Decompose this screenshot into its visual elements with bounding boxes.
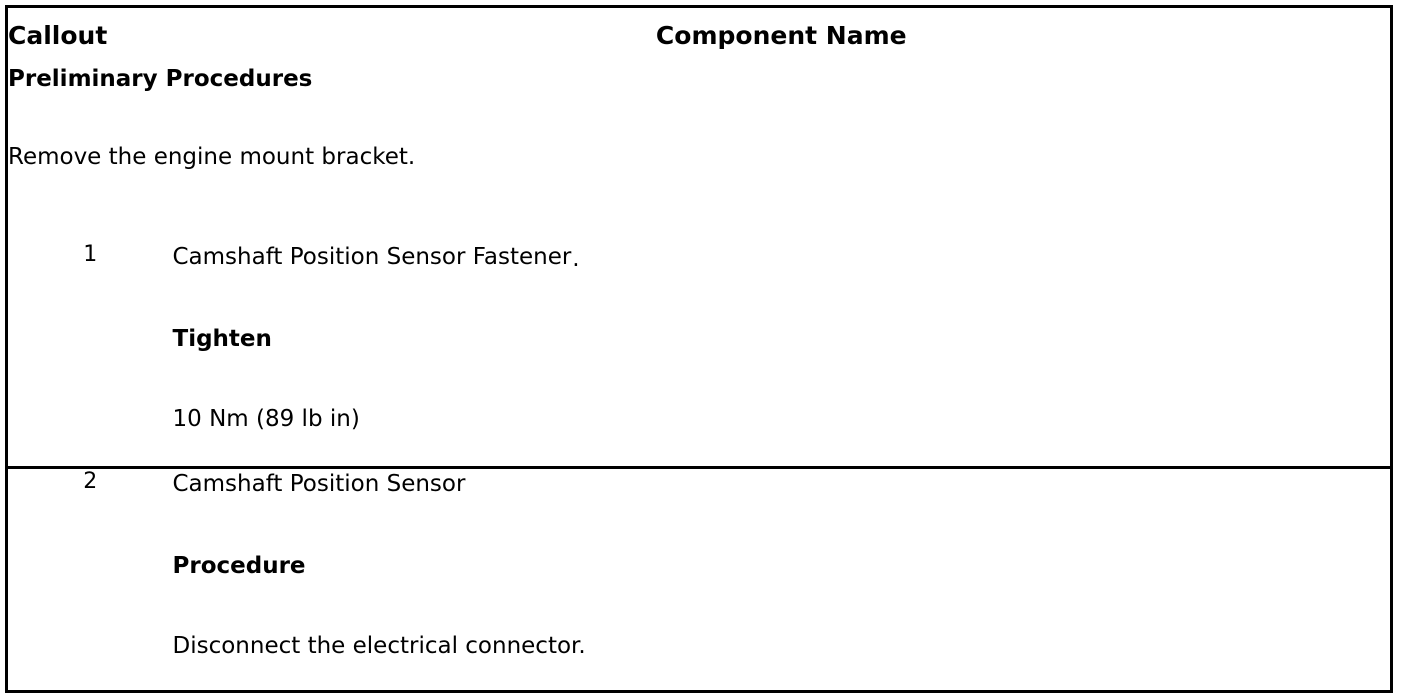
callout-number: 1 bbox=[6, 242, 173, 469]
section-label: Procedure bbox=[172, 553, 306, 579]
callout-number: 2 bbox=[6, 467, 173, 692]
header-component-name: Component Name bbox=[172, 6, 1392, 64]
preliminary-procedures-cell: Preliminary Procedures Remove the engine… bbox=[6, 64, 1392, 242]
component-name-line: Camshaft Position Sensor Fastener. bbox=[173, 242, 1391, 274]
component-table: Callout Component Name Preliminary Proce… bbox=[5, 5, 1393, 693]
section-value: Disconnect the electrical connector. bbox=[172, 633, 586, 659]
section-label: Tighten bbox=[172, 326, 272, 352]
component-name-text: Camshaft Position Sensor bbox=[172, 471, 466, 497]
component-detail-cell: Camshaft Position Sensor Procedure Disco… bbox=[172, 467, 1392, 692]
header-row: Callout Component Name bbox=[6, 6, 1392, 64]
preliminary-procedures-row: Preliminary Procedures Remove the engine… bbox=[6, 64, 1392, 242]
preliminary-procedures-title: Preliminary Procedures bbox=[8, 66, 313, 92]
component-name-text: Camshaft Position Sensor Fastener bbox=[172, 244, 572, 270]
component-name-suffix: . bbox=[572, 246, 580, 272]
section-value: 10 Nm (89 lb in) bbox=[172, 406, 360, 432]
component-name-line: Camshaft Position Sensor bbox=[173, 469, 1391, 501]
preliminary-procedures-text: Remove the engine mount bracket. bbox=[8, 144, 416, 170]
header-callout: Callout bbox=[6, 6, 173, 64]
table-header: Callout Component Name bbox=[6, 6, 1392, 64]
component-detail-cell: Camshaft Position Sensor Fastener. Tight… bbox=[172, 242, 1392, 469]
table-row: 2 Camshaft Position Sensor Procedure Dis… bbox=[6, 467, 1392, 692]
table-body: Preliminary Procedures Remove the engine… bbox=[6, 64, 1392, 692]
component-name-suffix bbox=[465, 473, 466, 499]
table-row: 1 Camshaft Position Sensor Fastener. Tig… bbox=[6, 242, 1392, 469]
